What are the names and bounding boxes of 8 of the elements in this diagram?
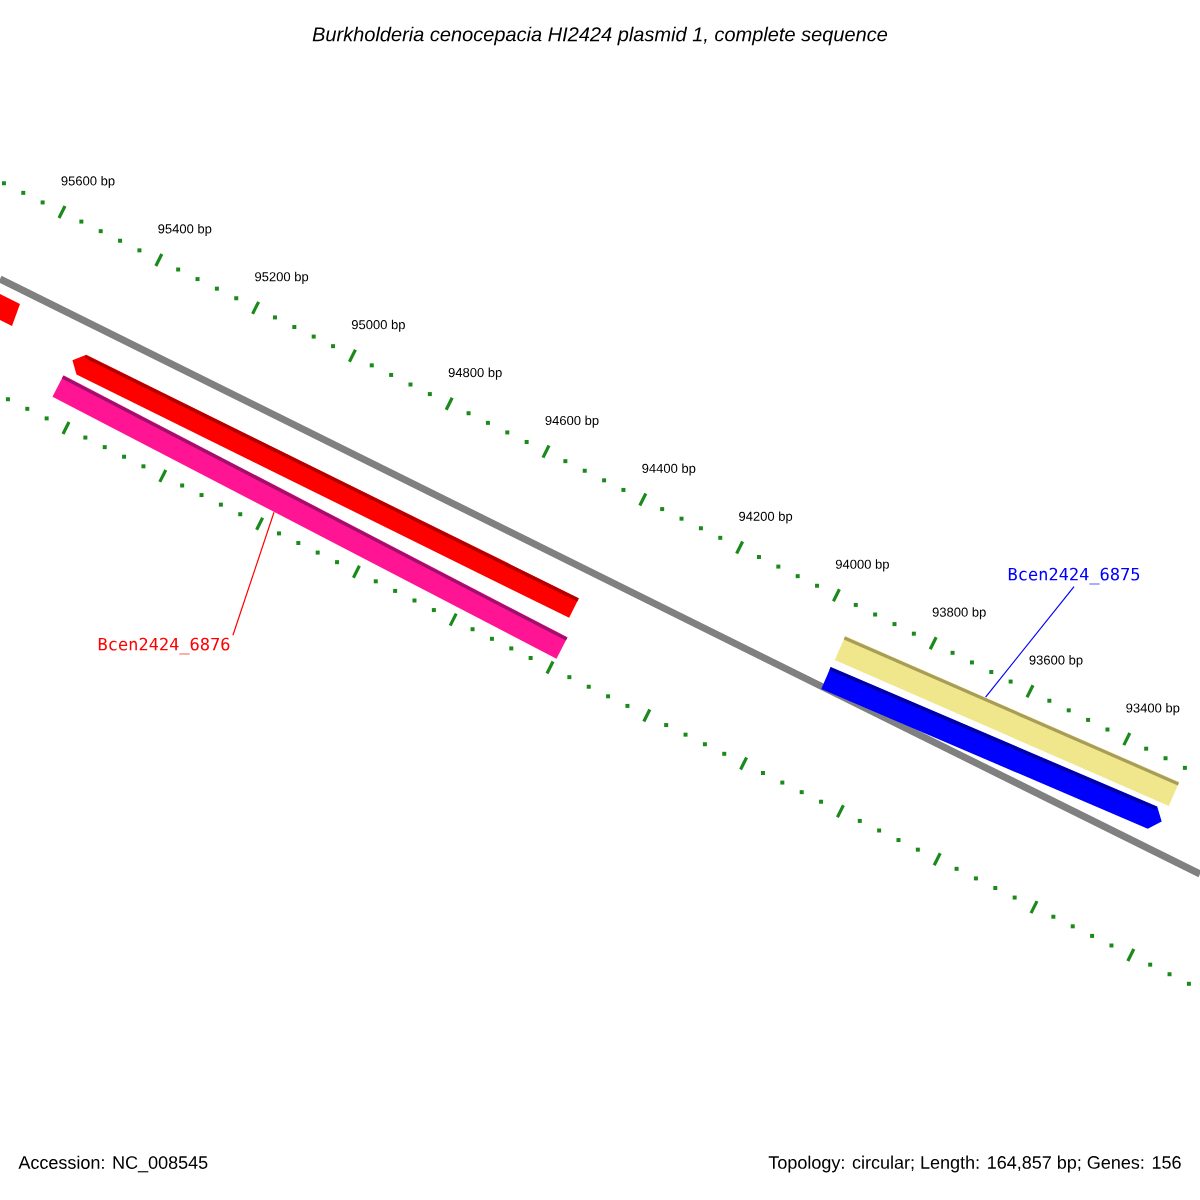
gene-label: Bcen2424_6876 bbox=[98, 637, 230, 655]
gene-bar bbox=[834, 636, 1180, 806]
leader-line bbox=[232, 511, 275, 636]
title: Burkholderia cenocepacia HI2424 plasmid 1, complete sequence bbox=[312, 26, 888, 46]
footer-text: Topology: circular; Length: 164,857 bp; Genes: 156 bbox=[768, 1155, 1181, 1173]
gene-label: Bcen2424_6875 bbox=[1008, 567, 1140, 585]
leader-line bbox=[985, 586, 1075, 698]
footer-text: Accession: NC_008545 bbox=[18, 1155, 208, 1173]
